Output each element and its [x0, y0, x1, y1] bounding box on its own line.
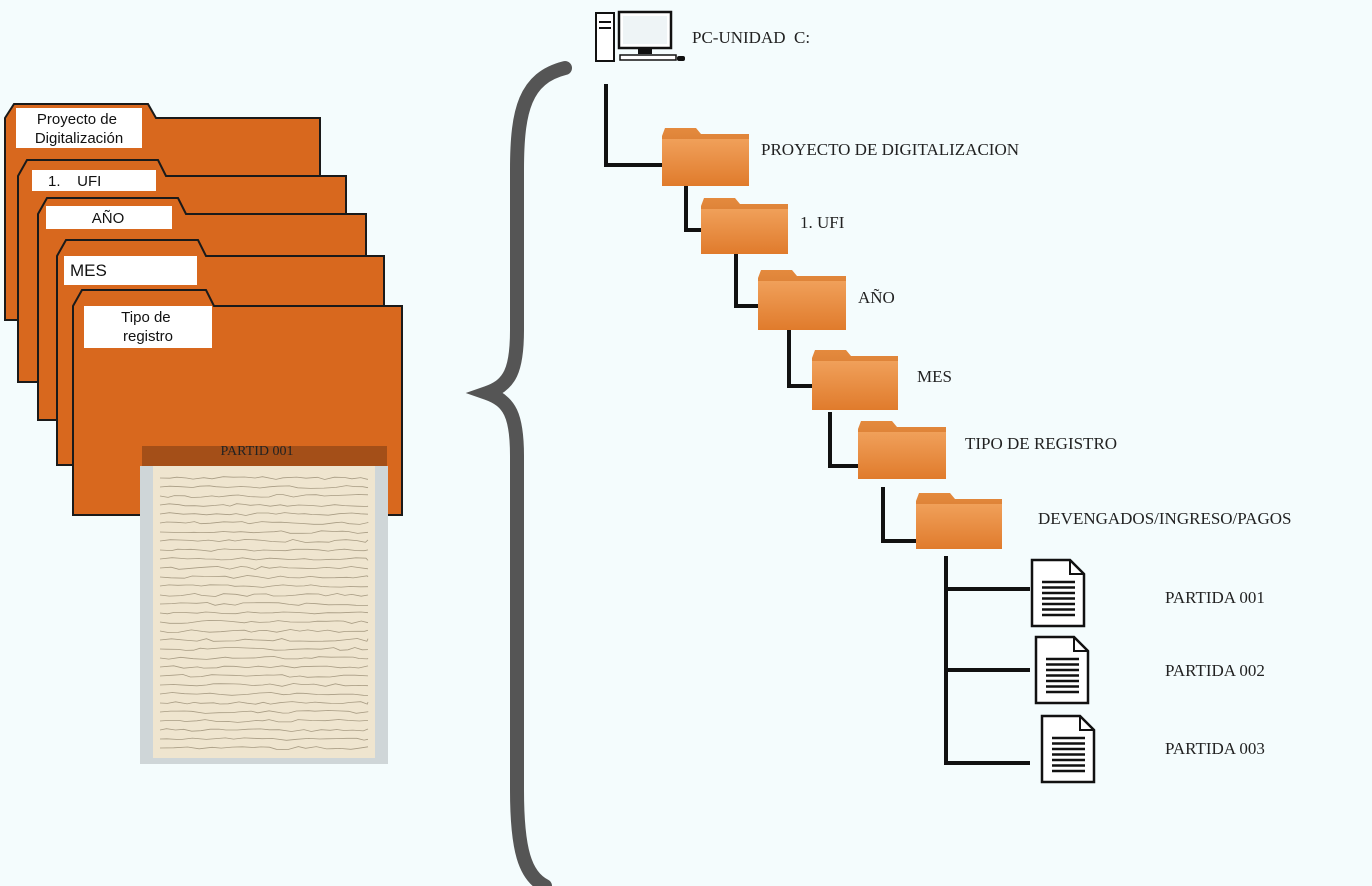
folder-icon	[916, 493, 1002, 549]
tree-folder: DEVENGADOS/INGRESO/PAGOS	[916, 493, 1291, 549]
document-icon	[1036, 637, 1088, 703]
left-folder-stack: Proyecto de Digitalización 1. UFI AÑO ME…	[5, 104, 402, 764]
handwritten-page-icon: PARTID 001	[140, 444, 388, 764]
stack-folder-label-line-2: registro	[123, 328, 173, 345]
folder-icon	[812, 350, 898, 410]
stack-folder-label: 1. UFI	[48, 173, 101, 190]
tree-file-label: PARTIDA 002	[1165, 661, 1265, 680]
stack-folder-label-line-2: Digitalización	[35, 130, 123, 147]
computer-icon	[596, 12, 685, 61]
tree-folder-label: 1. UFI	[800, 213, 845, 232]
root-label: PC-UNIDAD C:	[692, 28, 810, 47]
page-title-label: PARTID 001	[221, 444, 294, 459]
curly-brace	[487, 68, 565, 886]
tree-file-label: PARTIDA 003	[1165, 739, 1265, 758]
stack-folder-label-line-1: Tipo de	[121, 309, 170, 326]
tree-folder: 1. UFI	[701, 198, 845, 254]
tree-file: PARTIDA 003	[1042, 716, 1265, 782]
tree-folder-label: DEVENGADOS/INGRESO/PAGOS	[1038, 509, 1291, 528]
stack-folder-label: AÑO	[92, 210, 125, 227]
tree-folder-label: PROYECTO DE DIGITALIZACION	[761, 140, 1019, 159]
tree-file-label: PARTIDA 001	[1165, 588, 1265, 607]
folder-icon	[758, 270, 846, 330]
tree-folder: PROYECTO DE DIGITALIZACION	[662, 128, 1019, 186]
folder-icon	[662, 128, 749, 186]
tree-folder-label: TIPO DE REGISTRO	[965, 434, 1117, 453]
tree-file: PARTIDA 001	[1032, 560, 1265, 626]
document-icon	[1042, 716, 1094, 782]
folder-icon	[701, 198, 788, 254]
tree-folder-label: MES	[917, 367, 952, 386]
tree-folder: TIPO DE REGISTRO	[858, 421, 1117, 479]
tree-folder-label: AÑO	[858, 288, 895, 307]
tree-file: PARTIDA 002	[1036, 637, 1265, 703]
stack-folder-label-line-1: Proyecto de	[37, 111, 117, 128]
tree-folder: MES	[812, 350, 952, 410]
tree-folder: AÑO	[758, 270, 895, 330]
document-icon	[1032, 560, 1084, 626]
stack-folder-label: MES	[70, 261, 107, 280]
folder-icon	[858, 421, 946, 479]
